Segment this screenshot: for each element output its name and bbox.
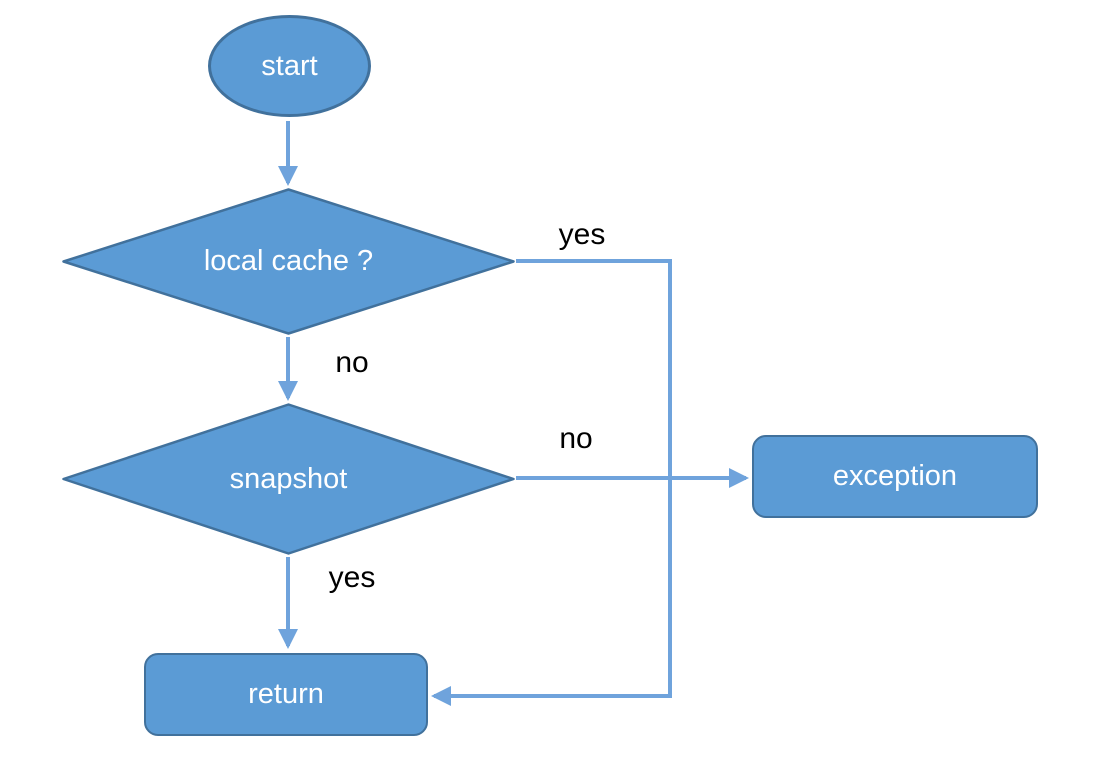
edge-label-snapshot-no: no bbox=[559, 422, 593, 455]
node-return: return bbox=[144, 653, 428, 736]
diamond-shape bbox=[62, 188, 515, 335]
edge-label-local-cache-no: no bbox=[335, 346, 369, 379]
edge-label-snapshot-yes: yes bbox=[328, 561, 376, 594]
edge-label-local-cache-yes: yes bbox=[558, 218, 606, 251]
node-return-label: return bbox=[248, 678, 324, 711]
node-local-cache-label: local cache ? bbox=[203, 245, 374, 278]
diamond-shape bbox=[62, 403, 515, 555]
node-exception: exception bbox=[752, 435, 1038, 518]
node-start: start bbox=[208, 15, 371, 117]
node-exception-label: exception bbox=[832, 460, 958, 493]
node-local-cache: local cache ? bbox=[62, 188, 515, 335]
node-snapshot: snapshot bbox=[62, 403, 515, 555]
node-start-label: start bbox=[261, 49, 318, 82]
node-snapshot-label: snapshot bbox=[229, 462, 348, 495]
